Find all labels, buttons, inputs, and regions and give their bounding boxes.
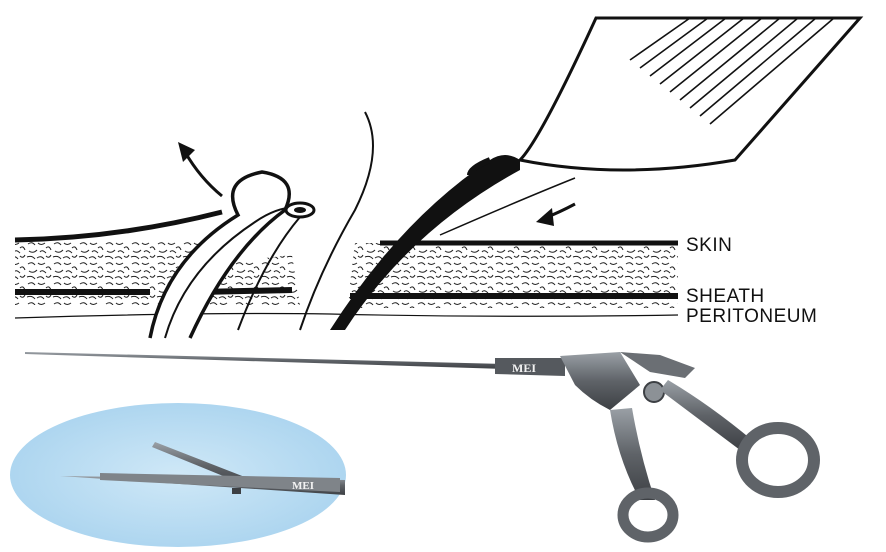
abdominal-wall-section (15, 212, 678, 318)
label-peritoneum: PERITONEUM (686, 307, 817, 326)
grasper-brand-mark: MEI (512, 361, 536, 375)
grasper-shaft (25, 352, 505, 369)
grasper-lower-handle (610, 408, 655, 500)
grasper-upper-handle (660, 380, 752, 450)
skin-line-left (15, 212, 222, 240)
downward-arrow (536, 204, 575, 226)
inset-closeup: MEI (10, 403, 346, 547)
label-skin: SKIN (686, 236, 732, 255)
grasper-pivot (644, 382, 664, 402)
upward-arrow (178, 142, 222, 196)
inset-brand-mark: MEI (292, 480, 314, 492)
label-sheath: SHEATH (686, 287, 765, 306)
